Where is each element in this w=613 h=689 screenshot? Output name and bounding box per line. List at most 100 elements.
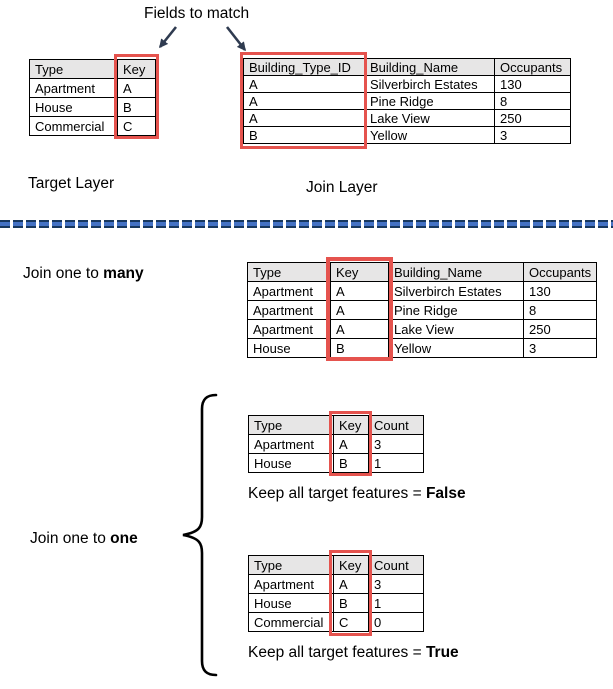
- join-layer-label: Join Layer: [306, 179, 378, 196]
- table-row: Apartment A: [29, 78, 156, 98]
- label-bold-text: many: [103, 265, 144, 282]
- cell: C: [117, 116, 156, 136]
- cell: A: [330, 300, 389, 320]
- join-layer-table: Building_Type_ID Building_Name Occupants…: [243, 58, 571, 144]
- section-divider: [0, 220, 613, 228]
- column-header: Building_Type_ID: [243, 58, 365, 76]
- cell: 8: [523, 300, 597, 320]
- cell: Apartment: [247, 300, 331, 320]
- cell: Lake View: [364, 109, 495, 127]
- cell: A: [333, 574, 369, 594]
- one-to-one-true-table: Type Key Count Apartment A 3 House B 1 C…: [248, 555, 424, 632]
- curly-brace-icon: [182, 393, 218, 677]
- join-one-to-many-label: Join one to many: [23, 265, 144, 283]
- cell: A: [117, 78, 156, 98]
- cell: 3: [368, 434, 424, 454]
- table-row: Apartment A Silverbirch Estates 130: [247, 281, 597, 301]
- cell: Lake View: [388, 319, 524, 339]
- column-header: Key: [333, 415, 369, 435]
- target-layer-table: Type Key Apartment A House B Commercial …: [29, 59, 156, 136]
- table-row: Apartment A 3: [248, 434, 424, 454]
- cell: 3: [494, 126, 571, 144]
- table-row: House B: [29, 97, 156, 117]
- label-bold-text: one: [110, 530, 138, 547]
- table-row: House B Yellow 3: [247, 338, 597, 358]
- column-header: Count: [368, 415, 424, 435]
- column-header: Building_Name: [388, 262, 524, 282]
- table-row: A Lake View 250: [243, 109, 571, 127]
- column-header: Occupants: [523, 262, 597, 282]
- cell: 0: [368, 612, 424, 632]
- cell: A: [330, 281, 389, 301]
- cell: Apartment: [247, 319, 331, 339]
- cell: Yellow: [364, 126, 495, 144]
- fields-to-match-label: Fields to match: [144, 5, 250, 22]
- table-row: Commercial C 0: [248, 612, 424, 632]
- column-header: Type: [29, 59, 118, 79]
- join-one-to-one-label: Join one to one: [30, 530, 138, 548]
- label-text: Join one to: [23, 265, 104, 282]
- cell: A: [243, 109, 365, 127]
- cell: Pine Ridge: [364, 92, 495, 110]
- table-header-row: Building_Type_ID Building_Name Occupants: [243, 58, 571, 76]
- cell: 1: [368, 593, 424, 613]
- cell: C: [333, 612, 369, 632]
- cell: Apartment: [248, 574, 334, 594]
- table-header-row: Type Key Count: [248, 415, 424, 435]
- cell: 250: [523, 319, 597, 339]
- cell: 130: [523, 281, 597, 301]
- table-row: House B 1: [248, 453, 424, 473]
- cell: 250: [494, 109, 571, 127]
- cell: B: [330, 338, 389, 358]
- column-header: Type: [247, 262, 331, 282]
- column-header: Occupants: [494, 58, 571, 76]
- cell: Silverbirch Estates: [364, 75, 495, 93]
- table-header-row: Type Key Count: [248, 555, 424, 575]
- cell: A: [330, 319, 389, 339]
- cell: House: [29, 97, 118, 117]
- cell: B: [243, 126, 365, 144]
- cell: House: [247, 338, 331, 358]
- column-header: Key: [117, 59, 156, 79]
- column-header: Count: [368, 555, 424, 575]
- cell: 3: [523, 338, 597, 358]
- table-row: Apartment A 3: [248, 574, 424, 594]
- table-row: House B 1: [248, 593, 424, 613]
- label-text: Join one to: [30, 530, 111, 547]
- cell: A: [243, 75, 365, 93]
- cell: 8: [494, 92, 571, 110]
- cell: Silverbirch Estates: [388, 281, 524, 301]
- keep-false-caption: Keep all target features = False: [248, 485, 466, 503]
- cell: 3: [368, 574, 424, 594]
- cell: Commercial: [248, 612, 334, 632]
- column-header: Key: [333, 555, 369, 575]
- table-row: Apartment A Lake View 250: [247, 319, 597, 339]
- cell: Apartment: [247, 281, 331, 301]
- column-header: Type: [248, 415, 334, 435]
- cell: B: [117, 97, 156, 117]
- cell: Apartment: [29, 78, 118, 98]
- cell: House: [248, 453, 334, 473]
- cell: Commercial: [29, 116, 118, 136]
- table-row: Apartment A Pine Ridge 8: [247, 300, 597, 320]
- caption-bold-text: True: [425, 644, 459, 661]
- column-header: Key: [330, 262, 389, 282]
- cell: Yellow: [388, 338, 524, 358]
- table-header-row: Type Key: [29, 59, 156, 79]
- one-to-one-false-table: Type Key Count Apartment A 3 House B 1: [248, 415, 424, 473]
- table-row: A Silverbirch Estates 130: [243, 75, 571, 93]
- cell: House: [248, 593, 334, 613]
- cell: Pine Ridge: [388, 300, 524, 320]
- table-row: A Pine Ridge 8: [243, 92, 571, 110]
- caption-text: Keep all target features =: [248, 485, 426, 502]
- table-row: B Yellow 3: [243, 126, 571, 144]
- cell: B: [333, 593, 369, 613]
- one-to-many-result-table: Type Key Building_Name Occupants Apartme…: [247, 262, 597, 358]
- table-row: Commercial C: [29, 116, 156, 136]
- target-layer-label: Target Layer: [28, 175, 115, 192]
- cell: Apartment: [248, 434, 334, 454]
- cell: 130: [494, 75, 571, 93]
- fields-to-match-arrows-icon: [158, 26, 247, 52]
- cell: 1: [368, 453, 424, 473]
